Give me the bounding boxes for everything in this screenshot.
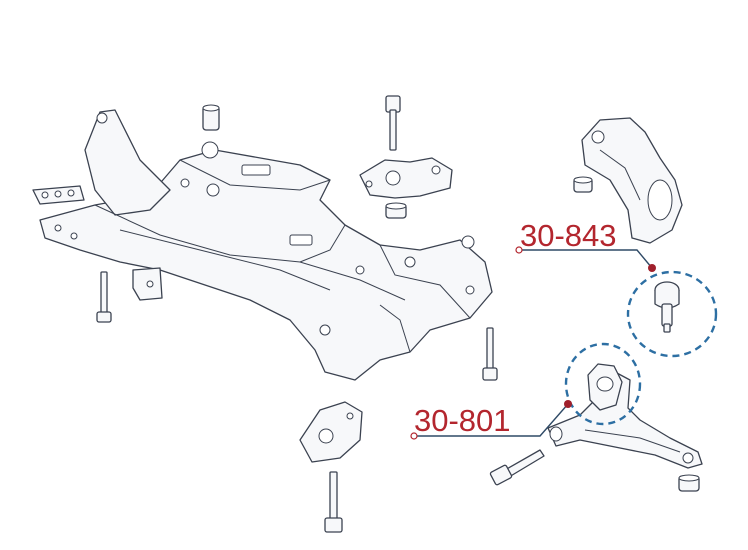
clip-bracket <box>132 267 163 301</box>
bracket-plate <box>32 185 85 205</box>
ball-joint-highlight-ring <box>626 270 718 358</box>
callout-30-843: 30-843 <box>515 218 718 358</box>
engine-mount-bracket <box>359 157 453 199</box>
bushing-top <box>202 104 220 131</box>
bolt-left <box>96 271 112 323</box>
leader-line-30-843 <box>522 249 653 269</box>
steering-knuckle <box>581 117 683 244</box>
part-number-label-30-801: 30-801 <box>414 403 511 438</box>
bolt-bottom <box>324 471 343 533</box>
control-arm-bushing <box>587 363 623 411</box>
bushing-highlight-ring <box>564 342 642 426</box>
nut-knuckle <box>573 176 593 193</box>
nut-mount <box>385 202 407 219</box>
nut-arm <box>678 474 700 492</box>
callout-30-801: 30-801 <box>410 342 642 440</box>
leader-line-30-801 <box>416 403 569 437</box>
part-number-label-30-843: 30-843 <box>520 218 617 253</box>
ball-joint <box>654 281 680 333</box>
leader-dot-30-801 <box>564 400 572 408</box>
leader-dot-30-843 <box>648 264 656 272</box>
arm-bolt <box>489 449 545 486</box>
front-subframe <box>39 109 493 381</box>
lower-control-arm <box>547 371 703 469</box>
bolt-top-center <box>385 95 401 151</box>
bolt-right-middle <box>482 327 498 381</box>
lower-mount-bracket <box>299 401 363 463</box>
